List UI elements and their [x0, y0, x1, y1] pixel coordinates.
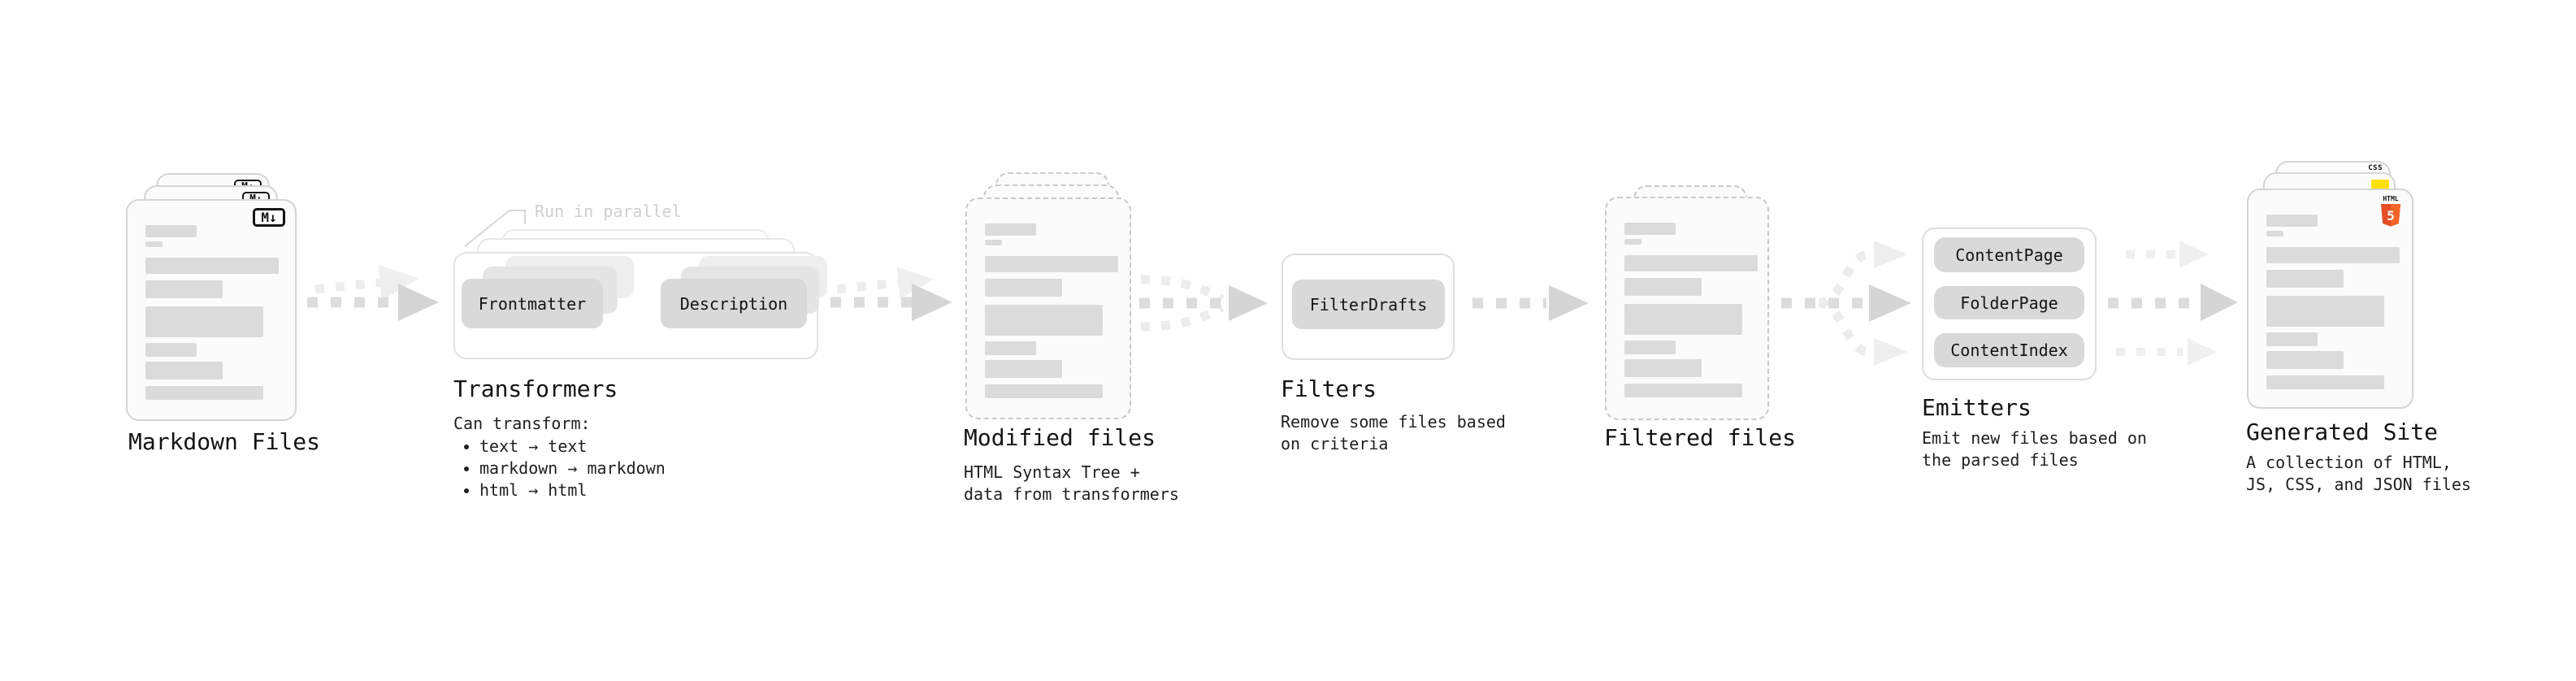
modified-desc-line2: data from transformers [964, 484, 1179, 504]
run-in-parallel-note: Run in parallel [535, 202, 682, 221]
contentindex-pill: ContentIndex [1934, 333, 2084, 367]
transformers-title: Transformers [453, 375, 618, 402]
markdown-files-title: Markdown Files [128, 428, 321, 455]
svg-text:5: 5 [2387, 208, 2395, 223]
description-pill: Description [661, 279, 807, 328]
transform-bullet: text → text [479, 436, 666, 458]
arrow-markdown-to-transformers [307, 264, 439, 321]
skeleton-line [985, 279, 1062, 297]
skeleton-line [145, 225, 197, 237]
arrow-emitters-to-generated [2108, 241, 2238, 366]
skeleton-line [145, 306, 263, 337]
filters-title: Filters [1281, 375, 1377, 402]
filters-desc-line2: on criteria [1281, 434, 1389, 453]
generated-site-desc: A collection of HTML, JS, CSS, and JSON … [2246, 452, 2471, 496]
skeleton-line [1624, 340, 1676, 354]
emitters-desc-line2: the parsed files [1922, 450, 2079, 470]
skeleton-line [2266, 247, 2400, 263]
skeleton-line [1624, 359, 1702, 377]
folderpage-pill: FolderPage [1934, 286, 2084, 319]
html-file-card: HTML 5 [2247, 189, 2413, 409]
generated-desc-line1: A collection of HTML, [2246, 453, 2452, 472]
skeleton-line [145, 280, 223, 298]
arrow-transformers-to-modified [830, 267, 952, 321]
modified-file-card [965, 197, 1131, 419]
skeleton-line [985, 341, 1036, 355]
skeleton-line [985, 384, 1103, 398]
emitters-title: Emitters [1922, 394, 2032, 421]
skeleton-line [2266, 215, 2318, 227]
css-icon-label: CSS [2368, 164, 2383, 172]
transformers-bullet-list: text → text markdown → markdown html → h… [453, 436, 666, 501]
filterdrafts-pill: FilterDrafts [1292, 280, 1445, 329]
emitters-desc-line1: Emit new files based on [1922, 428, 2147, 448]
emitters-desc: Emit new files based on the parsed files [1922, 427, 2147, 471]
skeleton-line [2266, 296, 2384, 327]
contentpage-pill: ContentPage [1934, 237, 2084, 272]
filtered-files-title: Filtered files [1604, 424, 1797, 451]
arrow-filtered-to-emitters [1781, 241, 1911, 366]
skeleton-line [985, 240, 1002, 245]
skeleton-line [1624, 223, 1676, 235]
skeleton-line [1624, 304, 1742, 335]
skeleton-line [2266, 351, 2344, 369]
filters-desc-line1: Remove some files based [1281, 412, 1506, 432]
generated-desc-line2: JS, CSS, and JSON files [2246, 475, 2471, 494]
skeleton-line [985, 305, 1103, 336]
transform-bullet: markdown → markdown [479, 458, 666, 479]
markdown-file-card: M↓ [126, 199, 297, 421]
skeleton-line [2266, 231, 2283, 236]
skeleton-line [2266, 332, 2318, 346]
skeleton-line [145, 386, 263, 400]
filters-desc: Remove some files based on criteria [1281, 411, 1506, 455]
skeleton-line [1624, 384, 1742, 397]
skeleton-line [1624, 255, 1758, 271]
modified-desc-line1: HTML Syntax Tree + [964, 462, 1140, 482]
filtered-file-card [1605, 197, 1769, 420]
arrow-filters-to-filtered [1472, 285, 1589, 321]
modified-files-desc: HTML Syntax Tree + data from transformer… [964, 462, 1179, 505]
html5-icon: HTML 5 [2381, 195, 2400, 227]
generated-site-title: Generated Site [2246, 419, 2439, 445]
skeleton-line [145, 241, 163, 247]
skeleton-line [985, 256, 1118, 272]
skeleton-line [145, 258, 279, 274]
transform-bullet: html → html [479, 479, 666, 501]
skeleton-line [145, 362, 223, 380]
svg-text:HTML: HTML [2383, 195, 2398, 202]
modified-files-title: Modified files [964, 424, 1156, 451]
arrow-modified-to-filters [1139, 275, 1268, 332]
frontmatter-pill: Frontmatter [462, 279, 603, 328]
skeleton-line [2266, 375, 2384, 389]
skeleton-line [985, 360, 1062, 378]
skeleton-line [145, 343, 197, 357]
markdown-icon: M↓ [253, 208, 285, 227]
skeleton-line [985, 223, 1036, 236]
skeleton-line [1624, 278, 1702, 296]
skeleton-line [1624, 239, 1641, 245]
js-icon [2371, 180, 2389, 189]
skeleton-line [2266, 270, 2344, 288]
transformers-desc-heading: Can transform: [453, 414, 591, 433]
